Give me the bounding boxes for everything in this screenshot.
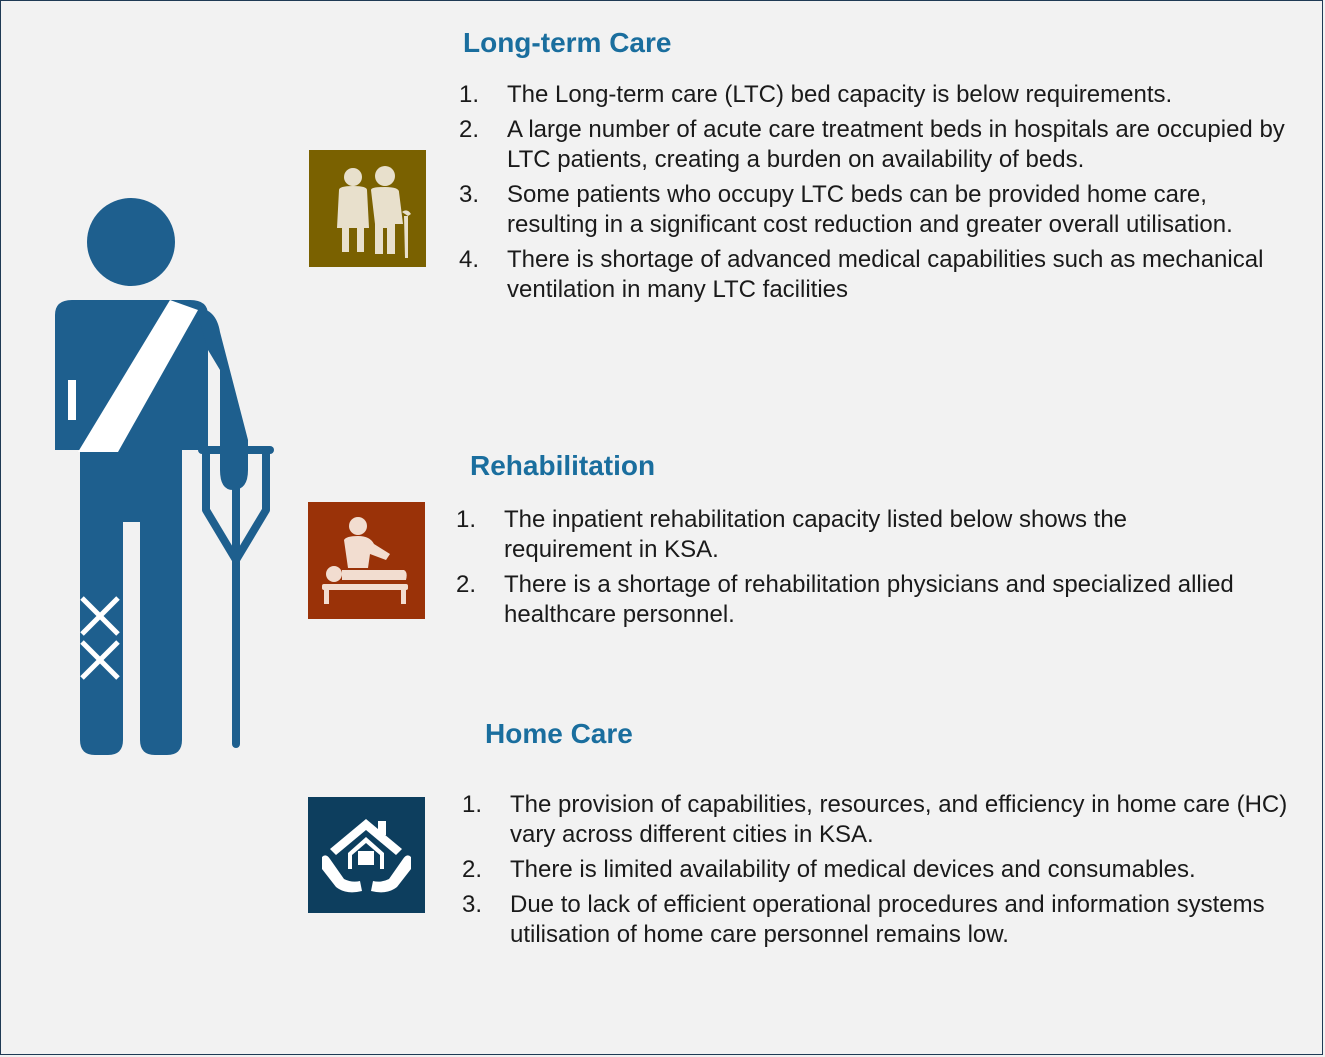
- elderly-care-icon: [309, 150, 426, 267]
- list-item: 1.The provision of capabilities, resourc…: [462, 791, 1288, 848]
- list-item: 2.There is a shortage of rehabilitation …: [456, 571, 1234, 628]
- list-item: 3.Due to lack of efficient operational p…: [462, 891, 1265, 948]
- list-item: 3.Some patients who occupy LTC beds can …: [459, 181, 1233, 238]
- physiotherapy-icon: [308, 502, 425, 619]
- list-item: 2.A large number of acute care treatment…: [459, 116, 1285, 173]
- long-term-care-list: 1.The Long-term care (LTC) bed capacity …: [459, 80, 1304, 310]
- rehabilitation-list: 1.The inpatient rehabilitation capacity …: [456, 505, 1256, 635]
- section-title-rehabilitation: Rehabilitation: [470, 450, 656, 481]
- section-title-long-term-care: Long-term Care: [463, 27, 672, 58]
- list-item: 4.There is shortage of advanced medical …: [459, 246, 1264, 303]
- home-care-hands-icon: [308, 797, 425, 913]
- injured-person-crutch-icon: [55, 198, 274, 755]
- list-item: 2.There is limited availability of medic…: [462, 856, 1196, 883]
- list-item: 1.The Long-term care (LTC) bed capacity …: [459, 81, 1173, 108]
- section-title-home-care: Home Care: [485, 718, 633, 749]
- home-care-list: 1.The provision of capabilities, resourc…: [462, 790, 1307, 955]
- list-item: 1.The inpatient rehabilitation capacity …: [456, 506, 1128, 563]
